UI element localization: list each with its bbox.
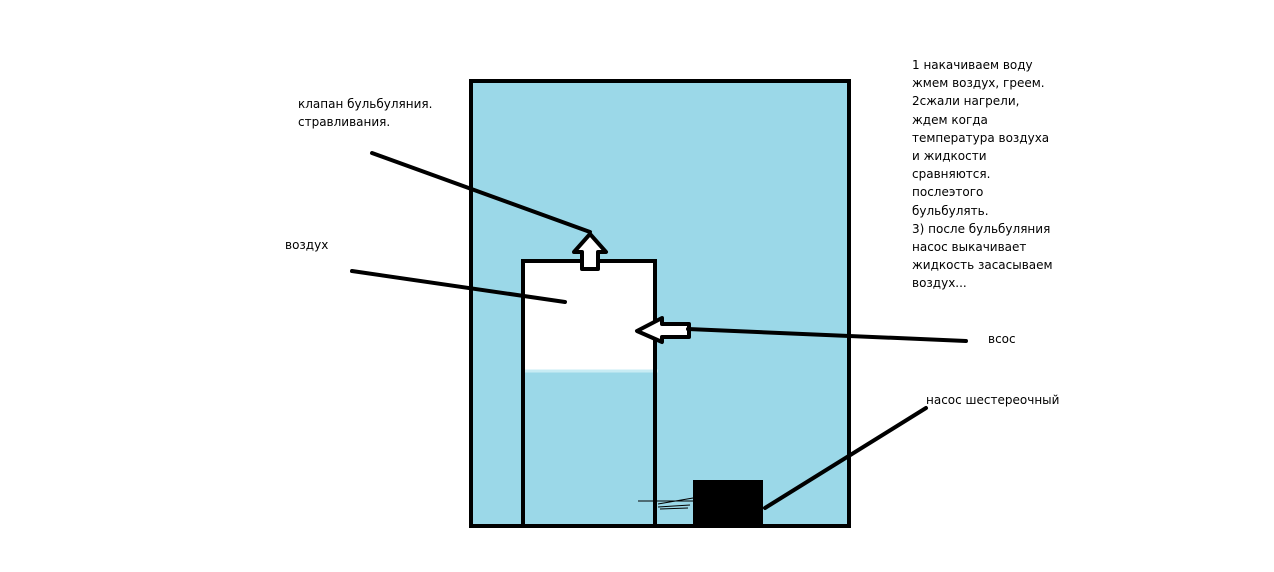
gear-pump bbox=[693, 480, 763, 526]
note-line: сравняются. bbox=[912, 167, 991, 182]
note-line: жмем воздух, греем. bbox=[912, 76, 1045, 91]
note-line: бульбулять. bbox=[912, 203, 989, 218]
air-label: воздух bbox=[285, 238, 329, 252]
note-line: насос выкачивает bbox=[912, 240, 1027, 255]
note-line: жидкость засасываем bbox=[912, 258, 1053, 273]
note-line: 1 накачиваем воду bbox=[912, 58, 1033, 72]
pointer-lines bbox=[350, 151, 968, 510]
valve-label-2: стравливания. bbox=[298, 115, 391, 129]
pump-pipe bbox=[638, 497, 694, 510]
inner-chamber-air bbox=[523, 261, 655, 371]
pointer-intake bbox=[686, 327, 968, 343]
process-notes: 1 накачиваем воду жмем воздух, греем. 2с… bbox=[912, 56, 1053, 293]
note-line: воздух... bbox=[912, 276, 967, 291]
valve-arrow-up bbox=[572, 232, 608, 271]
note-line: 3) после бульбуляния bbox=[912, 221, 1051, 236]
pointer-valve bbox=[370, 151, 592, 234]
intake-arrow-left bbox=[635, 316, 691, 344]
note-line: и жидкости bbox=[912, 149, 987, 164]
inner-chamber-water bbox=[523, 371, 655, 526]
pointer-air bbox=[350, 269, 567, 304]
pointer-pump bbox=[763, 406, 928, 510]
intake-label: всос bbox=[988, 332, 1016, 346]
pump-label: насос шестереочный bbox=[926, 393, 1060, 407]
note-line: ждем когда bbox=[912, 112, 988, 127]
note-line: послеэтого bbox=[912, 185, 984, 200]
note-line: 2сжали нагрели, bbox=[912, 94, 1020, 109]
valve-label-1: клапан бульбуляния. bbox=[298, 97, 433, 111]
note-line: температура воздуха bbox=[912, 130, 1050, 145]
